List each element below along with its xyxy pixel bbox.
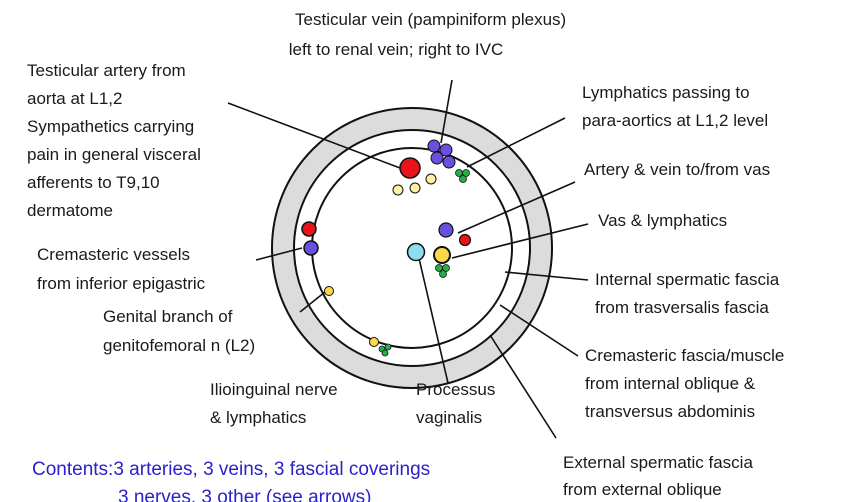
cremasteric-vein: [304, 241, 318, 255]
sympathetic-nerve: [393, 185, 403, 195]
pampiniform-vein: [443, 156, 455, 168]
testicular-artery: [400, 158, 420, 178]
processus-vaginalis: [408, 244, 425, 261]
label-internal-spermatic-fascia: Internal spermatic fascia from trasversa…: [595, 270, 784, 317]
label-ilioinguinal: Ilioinguinal nerve & lymphatics: [210, 380, 342, 427]
contents-summary: Contents:3 arteries, 3 veins, 3 fascial …: [32, 459, 435, 502]
label-cremasteric-fascia: Cremasteric fascia/muscle from internal …: [585, 346, 789, 421]
label-cremasteric-vessels: Cremasteric vessels from inferior epigas…: [37, 245, 206, 293]
vas-deferens: [434, 247, 450, 263]
label-testicular-vein: Testicular vein (pampiniform plexus) lef…: [289, 10, 571, 59]
ilioinguinal-nerve: [370, 338, 379, 347]
sympathetic-nerve: [410, 183, 420, 193]
label-genital-branch: Genital branch of genitofemoral n (L2): [103, 307, 255, 355]
label-processus-vaginalis: Processus vaginalis: [416, 380, 500, 427]
visceral-afferent-nerve: [426, 174, 436, 184]
ilioinguinal-lymphatic: [385, 344, 391, 350]
lymphatic-vessel: [460, 176, 467, 183]
label-artery-vein-vas: Artery & vein to/from vas: [584, 160, 770, 179]
vas-lymphatic: [440, 271, 447, 278]
ilioinguinal-lymphatic: [382, 350, 388, 356]
pampiniform-vein: [431, 152, 443, 164]
genital-branch-nerve: [325, 287, 334, 296]
artery-of-vas: [460, 235, 471, 246]
vein-of-vas: [439, 223, 453, 237]
label-vas-lymphatics: Vas & lymphatics: [598, 211, 727, 230]
pampiniform-vein: [428, 140, 440, 152]
cremasteric-artery: [302, 222, 316, 236]
label-external-spermatic-fascia: External spermatic fascia from external …: [563, 453, 758, 499]
label-lymphatics-paraaortic: Lymphatics passing to para-aortics at L1…: [582, 83, 768, 130]
label-testicular-artery: Testicular artery from aorta at L1,2 Sym…: [27, 61, 206, 220]
